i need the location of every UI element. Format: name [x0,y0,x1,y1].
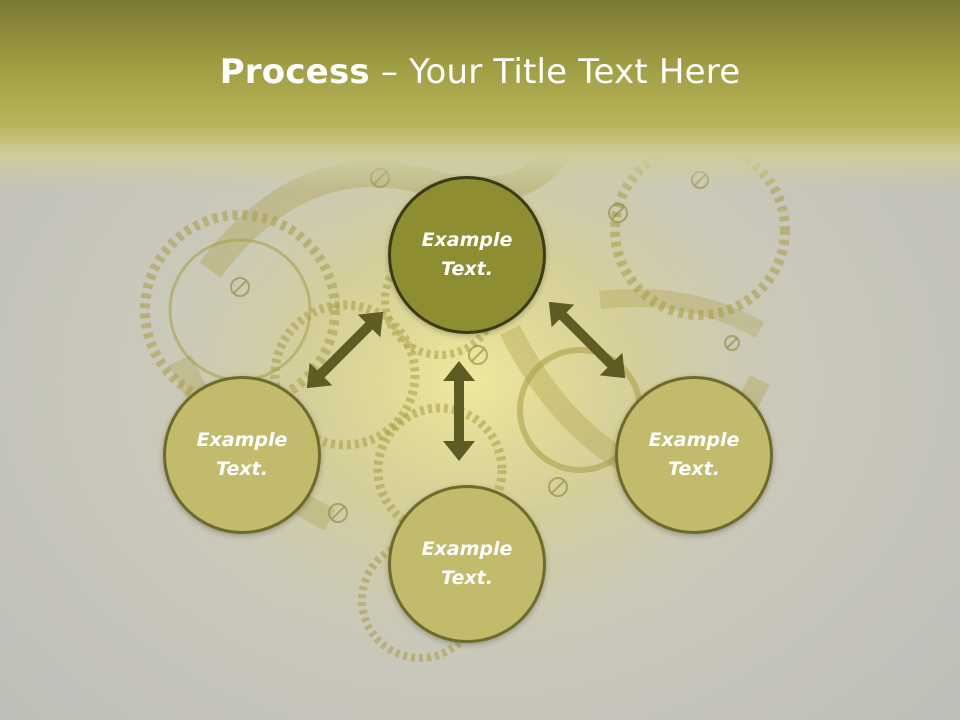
node-top-label: Example Text. [422,226,513,284]
title-bold: Process [219,52,370,92]
node-bottom-line1: Example [421,538,513,560]
node-left-line2: Text. [216,458,268,480]
process-node-top[interactable]: Example Text. [388,176,546,334]
process-node-right[interactable]: Example Text. [615,376,773,534]
node-top-line1: Example [421,229,513,251]
node-bottom-line2: Text. [441,567,493,589]
node-bottom-label: Example Text. [422,535,513,593]
node-right-line2: Text. [668,458,720,480]
node-left-line1: Example [196,429,288,451]
process-node-bottom[interactable]: Example Text. [388,485,546,643]
node-right-line1: Example [648,429,740,451]
title-banner [0,0,960,190]
node-left-label: Example Text. [197,426,288,484]
process-node-left[interactable]: Example Text. [163,376,321,534]
node-top-line2: Text. [441,258,493,280]
title-rest: – Your Title Text Here [369,52,741,92]
node-right-label: Example Text. [649,426,740,484]
page-title[interactable]: Process – Your Title Text Here [0,52,960,92]
